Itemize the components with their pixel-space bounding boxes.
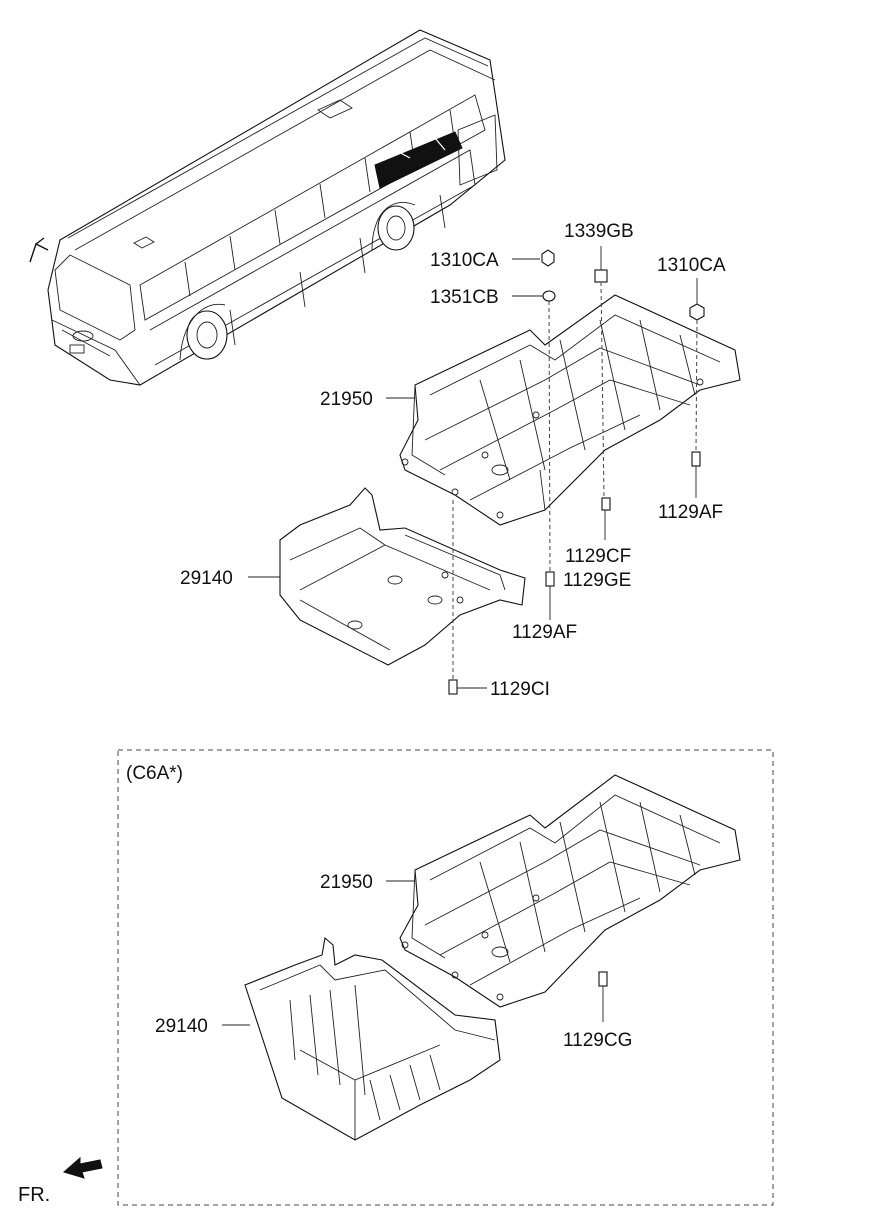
under-cover-21950-top bbox=[399, 294, 741, 526]
label-1129AF-mid: 1129AF bbox=[512, 622, 577, 643]
assembly-lines bbox=[452, 281, 698, 680]
part-labels: 1339GB 1310CA 1310CA 1351CB 21950 1129AF… bbox=[18, 221, 726, 1206]
label-1339GB: 1339GB bbox=[564, 221, 634, 242]
label-21950-bottom: 21950 bbox=[320, 872, 373, 893]
label-1129CF: 1129CF bbox=[565, 546, 631, 567]
front-cover-29140-top bbox=[279, 487, 526, 666]
label-1310CA-right: 1310CA bbox=[657, 255, 726, 276]
under-cover-21950-bottom bbox=[399, 774, 741, 1008]
leader-lines bbox=[222, 246, 698, 1026]
label-29140-bottom: 29140 bbox=[155, 1016, 208, 1037]
variant-label: (C6A*) bbox=[126, 763, 183, 784]
label-1129GE: 1129GE bbox=[563, 570, 631, 591]
label-1129CI: 1129CI bbox=[490, 679, 550, 700]
front-direction-arrow bbox=[62, 1156, 103, 1179]
label-21950-top: 21950 bbox=[320, 389, 373, 410]
label-1310CA-left: 1310CA bbox=[430, 250, 499, 271]
direction-label: FR. bbox=[18, 1184, 50, 1206]
variant-box bbox=[117, 749, 774, 1206]
bus-illustration bbox=[29, 29, 506, 386]
label-29140-top: 29140 bbox=[180, 568, 233, 589]
label-1129CG: 1129CG bbox=[563, 1030, 632, 1051]
label-1351CB: 1351CB bbox=[430, 287, 499, 308]
front-cover-29140-bottom bbox=[244, 936, 501, 1141]
label-1129AF-right: 1129AF bbox=[658, 502, 723, 523]
